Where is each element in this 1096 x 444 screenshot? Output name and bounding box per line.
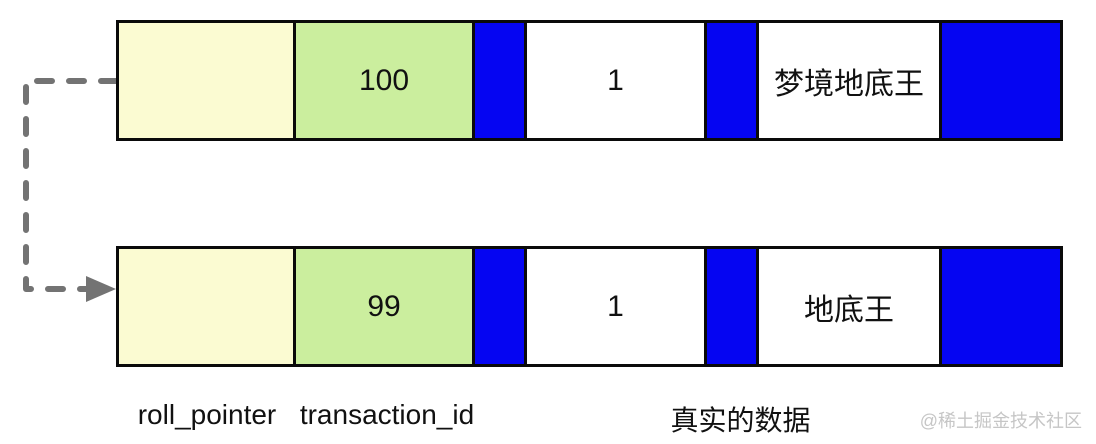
separator-cell [704, 249, 756, 364]
separator-cell [704, 23, 756, 138]
arrow-head-icon [86, 276, 116, 302]
data-cell-id: 1 [524, 23, 704, 138]
watermark: @稀土掘金技术社区 [919, 411, 1082, 431]
label-real-data: 真实的数据 [670, 405, 811, 436]
record-row-current: 100 1 梦境地底王 [116, 20, 1063, 141]
roll-pointer-cell [119, 249, 293, 364]
transaction-id-cell: 99 [293, 249, 472, 364]
roll-pointer-cell [119, 23, 293, 138]
data-cell-name: 地底王 [756, 249, 939, 364]
label-transaction-id: transaction_id [299, 399, 475, 430]
data-cell-name: 梦境地底王 [756, 23, 939, 138]
transaction-id-cell: 100 [293, 23, 472, 138]
separator-cell [472, 23, 524, 138]
label-roll-pointer: roll_pointer [137, 399, 277, 430]
separator-cell [939, 249, 1060, 364]
separator-cell [939, 23, 1060, 138]
data-cell-id: 1 [524, 249, 704, 364]
separator-cell [472, 249, 524, 364]
arrow-dashed-path [23, 78, 119, 292]
record-row-old: 99 1 地底王 [116, 246, 1063, 367]
